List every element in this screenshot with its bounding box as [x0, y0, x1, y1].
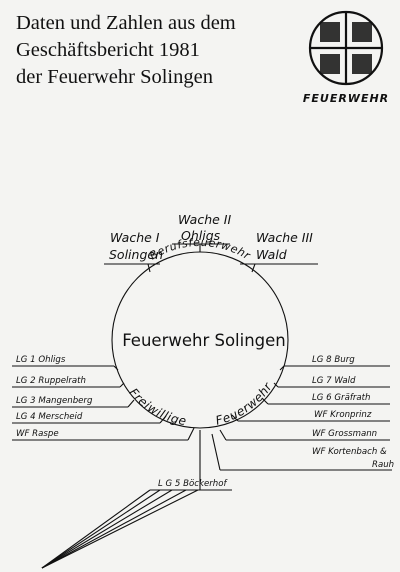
station-wache-1: Wache I Solingen: [104, 230, 163, 273]
right-unit-2: LG 7 Wald: [312, 376, 356, 386]
left-units: LG 1 Ohligs LG 2 Ruppelrath LG 3 Mangenb…: [12, 355, 195, 441]
right-units: LG 8 Burg LG 7 Wald LG 6 Gräfrath WF Kro…: [211, 355, 394, 471]
right-unit-3: LG 6 Gräfrath: [312, 393, 370, 403]
page-title: Daten und Zahlen aus dem Geschäftsberich…: [16, 10, 236, 91]
svg-text:Wald: Wald: [256, 247, 287, 262]
left-unit-2: LG 2 Ruppelrath: [16, 376, 86, 386]
bottom-unit: L G 5 Böckerhof: [41, 430, 232, 569]
right-unit-6-cont: Rauh: [372, 460, 394, 470]
left-unit-1: LG 1 Ohligs: [16, 355, 66, 365]
left-unit-5: WF Raspe: [16, 429, 59, 439]
svg-text:Wache II: Wache II: [178, 212, 231, 227]
svg-text:Wache I: Wache I: [110, 230, 160, 245]
left-unit-4: LG 4 Merscheid: [16, 412, 83, 422]
logo-caption: FEUERWEHR: [303, 92, 389, 105]
right-unit-4: WF Kronprinz: [314, 410, 372, 420]
ring-label-bottom-left: Freiwillige: [126, 385, 187, 428]
fire-brigade-emblem-icon: FEUERWEHR: [303, 10, 389, 105]
station-wache-2: Wache II Ohligs: [172, 212, 231, 252]
bottom-unit-label: L G 5 Böckerhof: [158, 479, 228, 489]
station-wache-3: Wache III Wald: [240, 230, 318, 273]
left-unit-3: LG 3 Mangenberg: [16, 396, 93, 406]
right-unit-5: WF Grossmann: [312, 429, 377, 439]
title-line-2: Geschäftsbericht 1981: [16, 39, 200, 61]
svg-text:Ohligs: Ohligs: [181, 228, 221, 243]
center-label: Feuerwehr Solingen: [122, 331, 286, 350]
svg-text:Solingen: Solingen: [109, 247, 163, 262]
svg-text:Wache III: Wache III: [256, 230, 313, 245]
right-unit-1: LG 8 Burg: [312, 355, 355, 365]
title-line-3: der Feuerwehr Solingen: [16, 66, 213, 88]
title-line-1: Daten und Zahlen aus dem: [16, 12, 236, 34]
right-unit-6: WF Kortenbach &: [312, 447, 387, 457]
